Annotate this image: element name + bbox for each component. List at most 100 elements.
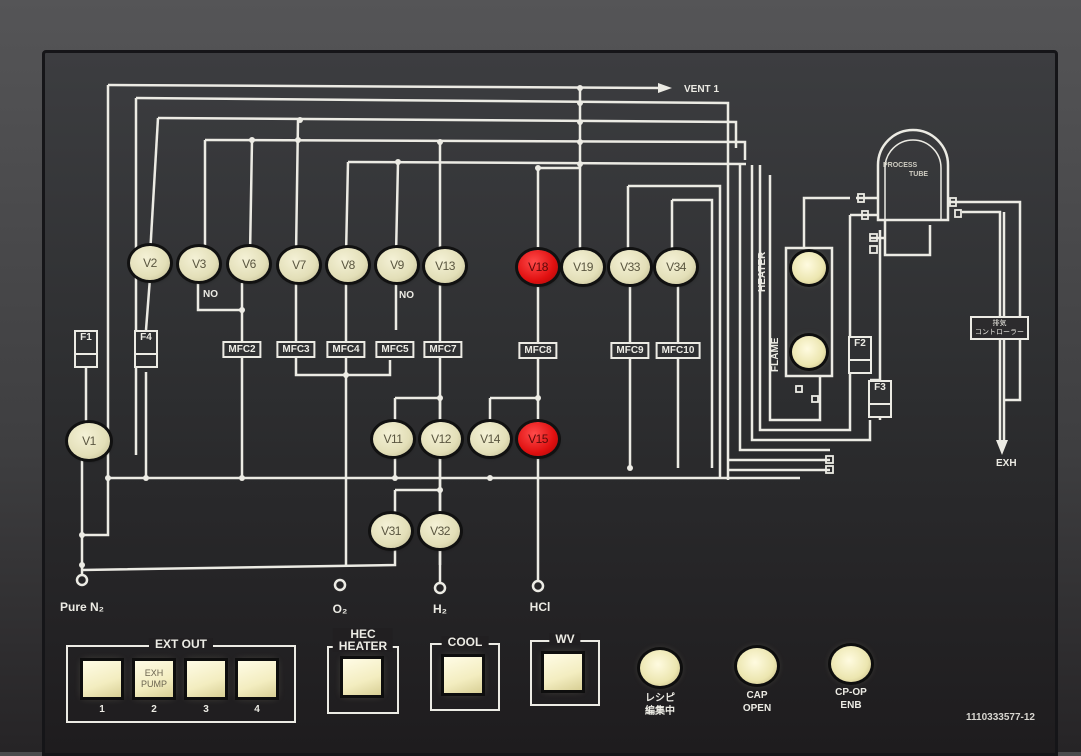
inlet-o2-label: O₂ bbox=[332, 602, 348, 616]
heater-label: HEATER bbox=[757, 251, 768, 292]
valve-v11[interactable]: V11 bbox=[373, 422, 413, 456]
valve-v12[interactable]: V12 bbox=[421, 422, 461, 456]
valve-v34[interactable]: V34 bbox=[656, 250, 696, 284]
valve-v18[interactable]: V18 bbox=[518, 250, 558, 284]
ext-out-title: EXT OUT bbox=[148, 638, 214, 650]
exhaust-controller-line2: コントローラー bbox=[975, 329, 1024, 336]
inlet-o2-port bbox=[333, 578, 347, 592]
ext-out-group: EXT OUT bbox=[66, 638, 296, 723]
recipe-editing-label: レシピ 編集中 bbox=[645, 692, 675, 718]
heater-indicator[interactable] bbox=[792, 252, 826, 284]
mfc3: MFC3 bbox=[276, 341, 316, 358]
wv-button[interactable] bbox=[544, 654, 582, 690]
cap-open-label-line2: OPEN bbox=[742, 703, 772, 714]
cap-open-label-line1: CAP bbox=[746, 690, 768, 701]
valve-v15[interactable]: V15 bbox=[518, 422, 558, 456]
inlet-hcl-port bbox=[531, 579, 545, 593]
vent-arrow-icon bbox=[658, 83, 672, 93]
hec-heater-title: HEC HEATER bbox=[332, 627, 394, 653]
cp-op-enb-button[interactable] bbox=[831, 646, 871, 682]
inlet-h2-label: H₂ bbox=[433, 602, 447, 616]
pipe-v31-v32 bbox=[81, 455, 442, 572]
valve-v8[interactable]: V8 bbox=[328, 248, 368, 282]
wv-title: WV bbox=[549, 633, 581, 645]
ext-out-number-2: 2 bbox=[151, 704, 157, 715]
exh-pump-label-line1: EXH bbox=[144, 668, 164, 678]
mfc4: MFC4 bbox=[326, 341, 366, 358]
inlet-n2-label: Pure N₂ bbox=[59, 600, 105, 614]
valve-v19[interactable]: V19 bbox=[563, 250, 603, 284]
filter-f3: F3 bbox=[868, 380, 892, 418]
inlet-h2-port bbox=[433, 581, 447, 595]
flame-indicator[interactable] bbox=[792, 336, 826, 368]
recipe-editing-label-line1: レシピ bbox=[645, 693, 675, 704]
v3-normally-open-label: NO bbox=[203, 289, 218, 300]
pipe-manifold-2 bbox=[393, 396, 538, 425]
flame-label: FLAME bbox=[770, 337, 781, 372]
process-tube-label-line1: PROCESS bbox=[883, 162, 918, 169]
ext-out-button-3[interactable] bbox=[187, 661, 225, 697]
junction-dots bbox=[79, 85, 633, 568]
cool-group: COOL bbox=[430, 636, 500, 711]
hec-heater-button[interactable] bbox=[343, 659, 381, 695]
valve-v1[interactable]: V1 bbox=[68, 423, 110, 459]
valve-v7[interactable]: V7 bbox=[279, 248, 319, 282]
inlet-hcl-label: HCl bbox=[529, 600, 551, 614]
mfc5: MFC5 bbox=[375, 341, 415, 358]
ext-out-number-3: 3 bbox=[203, 704, 209, 715]
ext-out-button-4[interactable] bbox=[238, 661, 276, 697]
cp-op-enb-label-line1: CP-OP bbox=[835, 687, 867, 698]
cp-op-enb-label-line2: ENB bbox=[840, 700, 862, 711]
pipe-v9 bbox=[394, 161, 400, 330]
valve-v33[interactable]: V33 bbox=[610, 250, 650, 284]
valve-v6[interactable]: V6 bbox=[229, 247, 269, 281]
pipe-top-4 bbox=[204, 138, 747, 160]
pipe-v2-line bbox=[144, 277, 152, 480]
filter-f1: F1 bbox=[74, 330, 98, 368]
filter-f4: F4 bbox=[134, 330, 158, 368]
hec-heater-title-line1: HEC bbox=[350, 627, 376, 641]
exhaust-controller: 排気 コントローラー bbox=[970, 316, 1029, 340]
recipe-editing-button[interactable] bbox=[640, 650, 680, 686]
valve-v2[interactable]: V2 bbox=[130, 246, 170, 280]
recipe-editing-label-line2: 編集中 bbox=[645, 706, 675, 717]
ext-out-button-2-exh-pump[interactable]: EXH PUMP bbox=[135, 661, 173, 697]
cap-open-button[interactable] bbox=[737, 648, 777, 684]
vent-label: VENT 1 bbox=[684, 84, 720, 95]
valve-v3[interactable]: V3 bbox=[179, 247, 219, 281]
pipe-v1-to-vent bbox=[84, 85, 110, 480]
hec-heater-title-line2: HEATER bbox=[338, 639, 388, 653]
valve-v31[interactable]: V31 bbox=[371, 514, 411, 548]
cap-open-label: CAP OPEN bbox=[743, 689, 771, 715]
pipe-top-2 bbox=[135, 96, 730, 480]
pipe-v6 bbox=[240, 139, 254, 480]
pipe-top-5 bbox=[347, 160, 747, 166]
exhaust-arrow-icon bbox=[996, 440, 1008, 455]
mfc7: MFC7 bbox=[423, 341, 463, 358]
process-tube-label-line2: TUBE bbox=[909, 171, 929, 178]
valve-v32[interactable]: V32 bbox=[420, 514, 460, 548]
valve-v14[interactable]: V14 bbox=[470, 422, 510, 456]
part-number: 1110333577-12 bbox=[966, 712, 1035, 723]
ext-out-number-1: 1 bbox=[99, 704, 105, 715]
cp-op-enb-label: CP-OP ENB bbox=[835, 686, 867, 712]
cool-button[interactable] bbox=[444, 657, 482, 693]
mfc2: MFC2 bbox=[222, 341, 262, 358]
valve-v9[interactable]: V9 bbox=[377, 248, 417, 282]
inlet-n2-port bbox=[75, 573, 89, 587]
pipe-v3 bbox=[196, 140, 242, 312]
ext-out-number-4: 4 bbox=[254, 704, 260, 715]
valve-v13[interactable]: V13 bbox=[425, 249, 465, 283]
pipe-vent-main bbox=[107, 83, 669, 90]
ext-out-button-1[interactable] bbox=[83, 661, 121, 697]
heater-flame-frame bbox=[784, 246, 834, 378]
pipe-v33 bbox=[626, 184, 722, 478]
v9-normally-open-label: NO bbox=[399, 290, 414, 301]
pipe-top-3 bbox=[157, 116, 738, 148]
mfc8: MFC8 bbox=[518, 342, 558, 359]
process-tube-outline bbox=[876, 128, 950, 222]
hec-heater-group: HEC HEATER bbox=[327, 628, 399, 714]
exhaust-controller-line1: 排気 bbox=[992, 320, 1007, 327]
process-tube-label: PROCESS TUBE bbox=[883, 161, 928, 179]
